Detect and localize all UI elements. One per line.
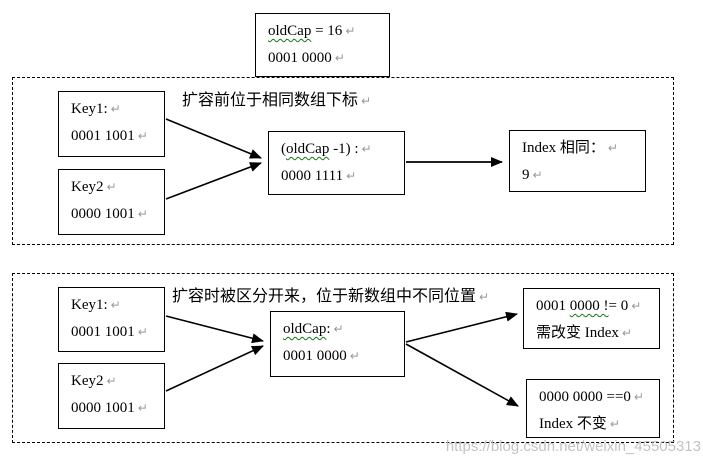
section1-container: [12, 77, 674, 245]
s2-oldcap-binary: 0001 0000: [283, 348, 347, 364]
s1-key1-line2: 0001 1001↵: [71, 123, 160, 150]
paragraph-mark: ↵: [110, 102, 121, 116]
s1-key2-line2: 0000 1001↵: [71, 201, 160, 228]
paragraph-mark: ↵: [631, 299, 642, 313]
csdn-watermark: https://blog.csdn.net/weixin_45505313: [445, 438, 701, 455]
s1-key2-box: Key2↵ 0000 1001↵: [58, 169, 165, 235]
s2-key1-line2: 0001 1001↵: [71, 319, 160, 346]
s1-mask-oldcap-label: oldCap: [286, 141, 330, 157]
s1-result-line1: Index 相同：↵: [522, 135, 641, 162]
s2-oldcap-line1: oldCap:↵: [283, 316, 400, 343]
s2-key1-label: Key1:: [71, 297, 108, 313]
s1-key1-binary: 0001 1001: [71, 128, 135, 144]
s2-key2-binary: 0000 1001: [71, 400, 135, 416]
s1-mask-binary: 0000 1111: [281, 168, 344, 184]
s2-key2-box: Key2↵ 0000 1001↵: [58, 363, 165, 429]
s1-key2-line1: Key2↵: [71, 174, 160, 201]
paragraph-mark: ↵: [137, 129, 148, 143]
section1-caption-text: 扩容前位于相同数组下标: [182, 92, 359, 109]
s2-same-box: 0000 0000 ==0↵ Index 不变↵: [526, 379, 660, 438]
s2-highbit-rest: = 0: [608, 298, 629, 314]
s1-mask-paren: (: [281, 141, 286, 157]
s1-mask-line2: 0000 1111↵: [281, 163, 400, 190]
oldcap-value-line1: oldCap = 16↵: [268, 18, 385, 45]
paragraph-mark: ↵: [137, 207, 148, 221]
s1-mask-rest: -1) :: [329, 141, 359, 157]
s1-mask-box: (oldCap -1) :↵ 0000 1111↵: [268, 131, 405, 195]
section2-caption: 扩容时被区分开来，位于新数组中不同位置↵: [172, 282, 489, 306]
s1-key1-label: Key1:: [71, 101, 108, 117]
oldcap-value-line2: 0001 0000↵: [268, 45, 385, 72]
s1-result-value: 9: [522, 167, 530, 183]
oldcap-value-box: oldCap = 16↵ 0001 0000↵: [255, 13, 390, 77]
s1-key1-line1: Key1:↵: [71, 96, 160, 123]
paragraph-mark: ↵: [609, 417, 620, 431]
s2-oldcap-box: oldCap:↵ 0001 0000↵: [270, 311, 405, 377]
section2-caption-text: 扩容时被区分开来，位于新数组中不同位置: [172, 288, 477, 305]
s2-same-line2: Index 不变↵: [539, 411, 655, 438]
s2-oldcap-label: oldCap: [283, 321, 327, 337]
section1-caption: 扩容前位于相同数组下标↵: [182, 86, 371, 110]
s2-same-note: Index 不变: [539, 416, 607, 432]
s2-highbit-box: 0001 0000 != 0↵ 需改变 Index↵: [523, 288, 660, 349]
s2-key1-line1: Key1:↵: [71, 292, 160, 319]
s2-key1-binary: 0001 1001: [71, 324, 135, 340]
paragraph-mark: ↵: [345, 24, 356, 38]
paragraph-mark: ↵: [106, 374, 117, 388]
section2-container: [12, 273, 674, 443]
s1-result-line2: 9↵: [522, 162, 641, 189]
paragraph-mark: ↵: [137, 401, 148, 415]
oldcap-equals: = 16: [311, 23, 343, 39]
s2-key1-box: Key1:↵ 0001 1001↵: [58, 287, 165, 352]
paragraph-mark: ↵: [621, 326, 632, 340]
s2-key2-line2: 0000 1001↵: [71, 395, 160, 422]
paragraph-mark: ↵: [349, 349, 360, 363]
s2-highbit-note: 需改变 Index: [536, 325, 619, 341]
paragraph-mark: ↵: [633, 390, 644, 404]
s1-mask-line1: (oldCap -1) :↵: [281, 136, 400, 163]
paragraph-mark: ↵: [110, 298, 121, 312]
s1-result-label: Index 相同：: [522, 140, 605, 156]
paragraph-mark: ↵: [346, 169, 357, 183]
s1-key1-box: Key1:↵ 0001 1001↵: [58, 91, 165, 157]
paragraph-mark: ↵: [361, 142, 372, 156]
paragraph-mark: ↵: [333, 322, 344, 336]
s2-highbit-line2: 需改变 Index↵: [536, 320, 655, 347]
oldcap-binary: 0001 0000: [268, 50, 332, 66]
paragraph-mark: ↵: [361, 94, 372, 108]
paragraph-mark: ↵: [137, 325, 148, 339]
s2-oldcap-line2: 0001 0000↵: [283, 343, 400, 370]
s2-same-line1: 0000 0000 ==0↵: [539, 384, 655, 411]
s2-highbit-line1: 0001 0000 != 0↵: [536, 293, 655, 320]
s2-key2-label: Key2: [71, 373, 104, 389]
paragraph-mark: ↵: [607, 141, 618, 155]
s1-result-box: Index 相同：↵ 9↵: [509, 130, 646, 192]
s2-oldcap-colon: :: [326, 321, 331, 337]
s2-highbit-wavy: 0000 !: [569, 298, 609, 314]
paragraph-mark: ↵: [106, 180, 117, 194]
paragraph-mark: ↵: [479, 290, 490, 304]
s1-key2-binary: 0000 1001: [71, 206, 135, 222]
paragraph-mark: ↵: [532, 168, 543, 182]
s1-key2-label: Key2: [71, 179, 104, 195]
s2-key2-line1: Key2↵: [71, 368, 160, 395]
s2-same-binary: 0000 0000 ==0: [539, 389, 631, 405]
oldcap-label: oldCap: [268, 23, 312, 39]
s2-highbit-pre: 0001: [536, 298, 570, 314]
paragraph-mark: ↵: [334, 51, 345, 65]
